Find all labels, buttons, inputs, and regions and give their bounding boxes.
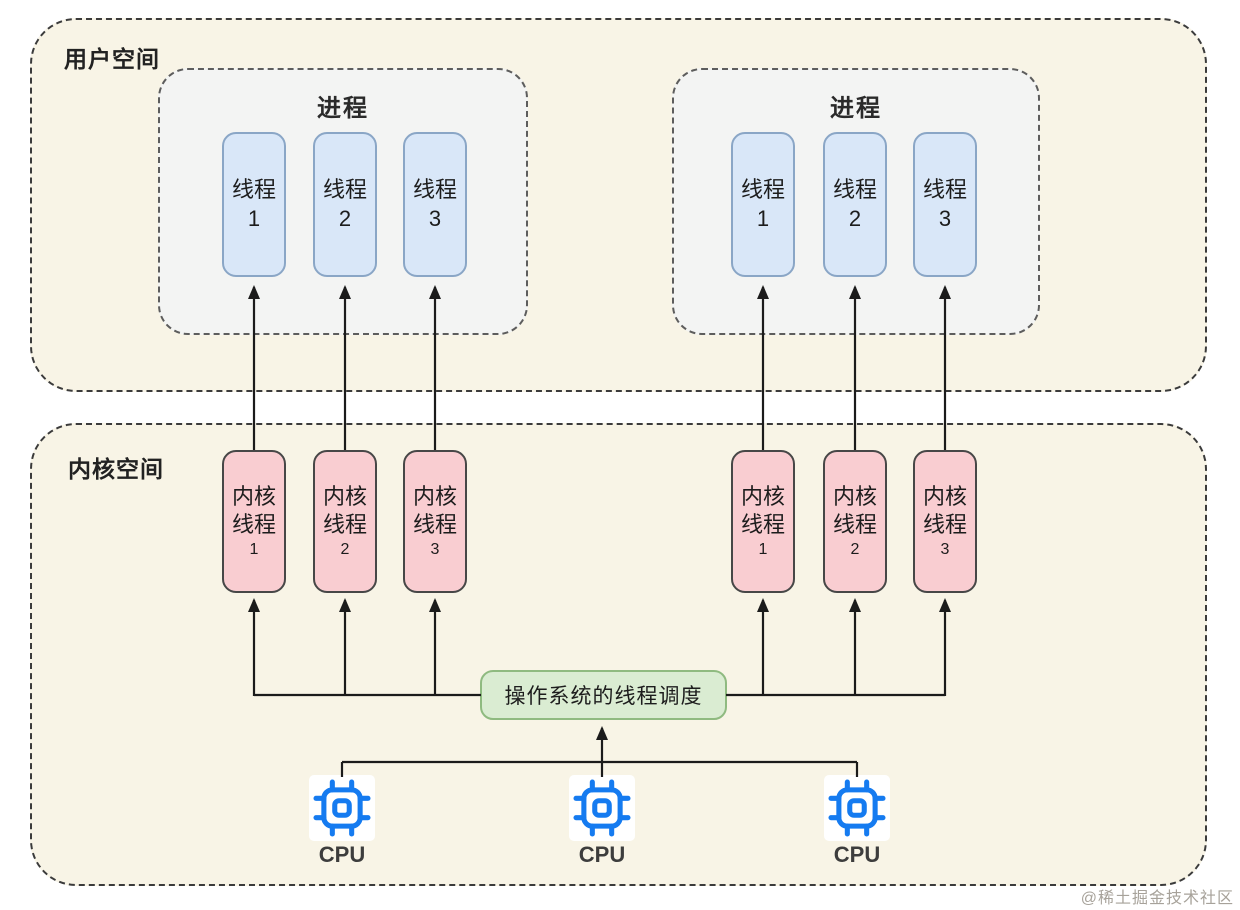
user-thread-1-2: 线程 2 [313,132,377,277]
thread-number: 2 [848,205,862,231]
kernel-thread-number: 3 [940,541,950,558]
thread-label: 线程 [231,176,276,202]
thread-number: 3 [938,205,952,231]
cpu-chip-icon [824,775,890,841]
kernel-thread-2-3: 内核 线程 3 [913,450,977,593]
kernel-thread-label: 内核 [412,484,457,509]
user-thread-1-3: 线程 3 [403,132,467,277]
cpu-1: CPU [308,775,376,868]
kernel-thread-label: 线程 [231,511,276,537]
thread-number: 1 [756,205,770,231]
cpu-2: CPU [568,775,636,868]
cpu-chip-icon [569,775,635,841]
cpu-label: CPU [833,842,881,867]
thread-label: 线程 [922,176,967,202]
thread-number: 3 [428,205,442,231]
cpu-chip-icon [309,775,375,841]
user-thread-2-2: 线程 2 [823,132,887,277]
user-thread-1-1: 线程 1 [222,132,286,277]
kernel-thread-label: 线程 [412,511,457,537]
user-thread-2-3: 线程 3 [913,132,977,277]
thread-label: 线程 [412,176,457,202]
scheduler-box: 操作系统的线程调度 [480,670,727,720]
kernel-thread-2-2: 内核 线程 2 [823,450,887,593]
process-title: 进程 [830,95,882,122]
kernel-thread-number: 3 [430,541,440,558]
kernel-thread-2-1: 内核 线程 1 [731,450,795,593]
kernel-thread-label: 内核 [832,484,877,509]
user-space-label: 用户空间 [64,46,160,72]
kernel-thread-1-1: 内核 线程 1 [222,450,286,593]
kernel-thread-1-2: 内核 线程 2 [313,450,377,593]
kernel-thread-number: 1 [249,541,259,558]
kernel-thread-label: 内核 [231,484,276,509]
process-title: 进程 [317,95,369,122]
thread-number: 2 [338,205,352,231]
kernel-thread-label: 线程 [322,511,367,537]
thread-label: 线程 [322,176,367,202]
kernel-space-label: 内核空间 [68,456,164,482]
thread-label: 线程 [740,176,785,202]
cpu-label: CPU [318,842,366,867]
kernel-thread-number: 2 [340,541,350,558]
kernel-thread-label: 内核 [322,484,367,509]
kernel-thread-label: 线程 [832,511,877,537]
kernel-thread-1-3: 内核 线程 3 [403,450,467,593]
thread-number: 1 [247,205,261,231]
thread-label: 线程 [832,176,877,202]
kernel-thread-label: 线程 [922,511,967,537]
kernel-thread-number: 1 [758,541,768,558]
scheduler-label: 操作系统的线程调度 [504,685,703,708]
cpu-label: CPU [578,842,626,867]
kernel-thread-number: 2 [850,541,860,558]
watermark: @稀土掘金技术社区 [1080,890,1234,907]
kernel-thread-label: 内核 [922,484,967,509]
kernel-thread-label: 内核 [740,484,785,509]
kernel-thread-label: 线程 [740,511,785,537]
cpu-3: CPU [823,775,891,868]
user-thread-2-1: 线程 1 [731,132,795,277]
